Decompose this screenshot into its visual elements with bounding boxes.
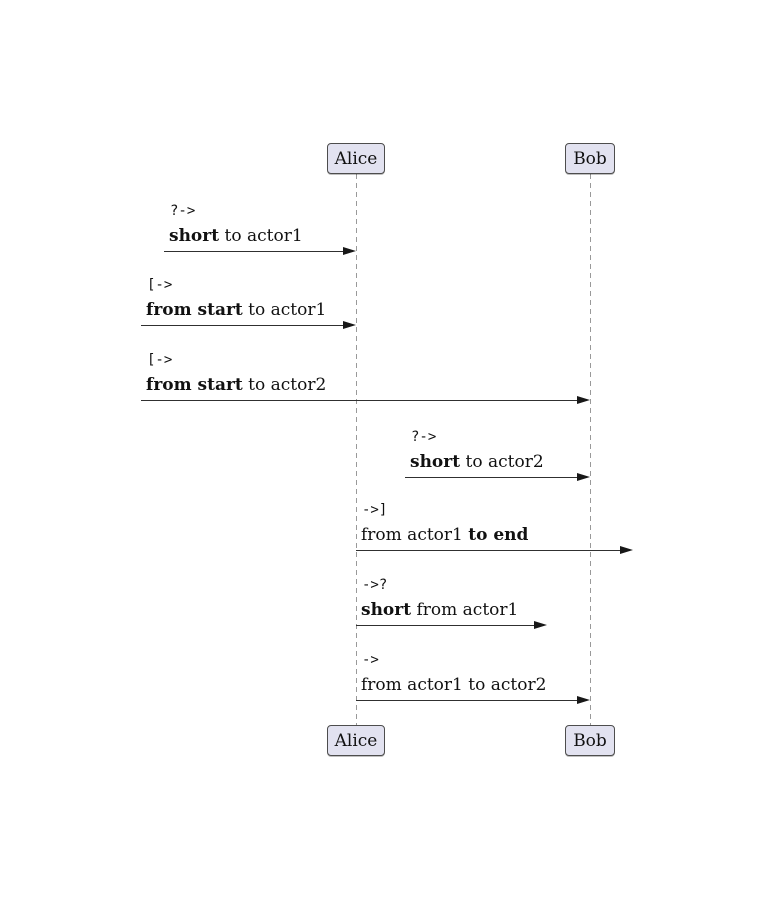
actor-name: Bob xyxy=(573,730,607,751)
message-arrow-line xyxy=(356,550,630,551)
arrowhead-icon xyxy=(343,247,356,255)
actor-box-alice-bottom: Alice xyxy=(327,725,385,756)
actor-name: Bob xyxy=(573,148,607,169)
message-prefix: [-> xyxy=(147,277,173,293)
message-arrow-line xyxy=(405,477,587,478)
label-part: from actor1 xyxy=(411,600,519,620)
message-prefix: [-> xyxy=(147,352,173,368)
actor-name: Alice xyxy=(334,730,378,751)
label-part-bold: to end xyxy=(468,525,529,545)
message-label: short to actor2 xyxy=(410,451,544,473)
arrowhead-icon xyxy=(577,696,590,704)
label-part: to actor2 xyxy=(242,375,327,395)
message-prefix: ?-> xyxy=(411,429,437,445)
actor-name: Alice xyxy=(334,148,378,169)
label-part: to actor1 xyxy=(219,226,303,246)
label-part-bold: short xyxy=(361,600,412,620)
message-label: from start to actor2 xyxy=(146,374,326,396)
message-label: short to actor1 xyxy=(169,225,303,247)
label-part: to actor1 xyxy=(242,300,327,320)
label-part: to actor2 xyxy=(460,452,544,472)
message-prefix: -> xyxy=(362,652,379,668)
message-prefix: ->? xyxy=(362,577,388,593)
arrowhead-icon xyxy=(620,546,633,554)
message-arrow-line xyxy=(356,625,544,626)
message-label: from actor1 to end xyxy=(361,524,528,546)
lifeline-bob xyxy=(589,174,591,725)
message-arrow-line xyxy=(356,700,587,701)
arrowhead-icon xyxy=(343,321,356,329)
actor-box-alice-top: Alice xyxy=(327,143,385,174)
label-part-bold: short xyxy=(169,226,220,246)
lifeline-alice xyxy=(355,174,357,725)
message-arrow-line xyxy=(141,325,353,326)
label-part-bold: from start xyxy=(146,300,243,320)
label-part-bold: short xyxy=(410,452,461,472)
actor-box-bob-top: Bob xyxy=(565,143,615,174)
message-label: short from actor1 xyxy=(361,599,518,621)
label-part: from actor1 to actor2 xyxy=(361,675,547,695)
label-part: from actor1 xyxy=(361,525,469,545)
arrowhead-icon xyxy=(534,621,547,629)
message-arrow-line xyxy=(141,400,587,401)
arrowhead-icon xyxy=(577,396,590,404)
message-arrow-line xyxy=(164,251,353,252)
label-part-bold: from start xyxy=(146,375,243,395)
message-label: from actor1 to actor2 xyxy=(361,674,546,696)
message-label: from start to actor1 xyxy=(146,299,326,321)
message-prefix: ->] xyxy=(362,502,388,518)
actor-box-bob-bottom: Bob xyxy=(565,725,615,756)
arrowhead-icon xyxy=(577,473,590,481)
message-prefix: ?-> xyxy=(170,203,196,219)
